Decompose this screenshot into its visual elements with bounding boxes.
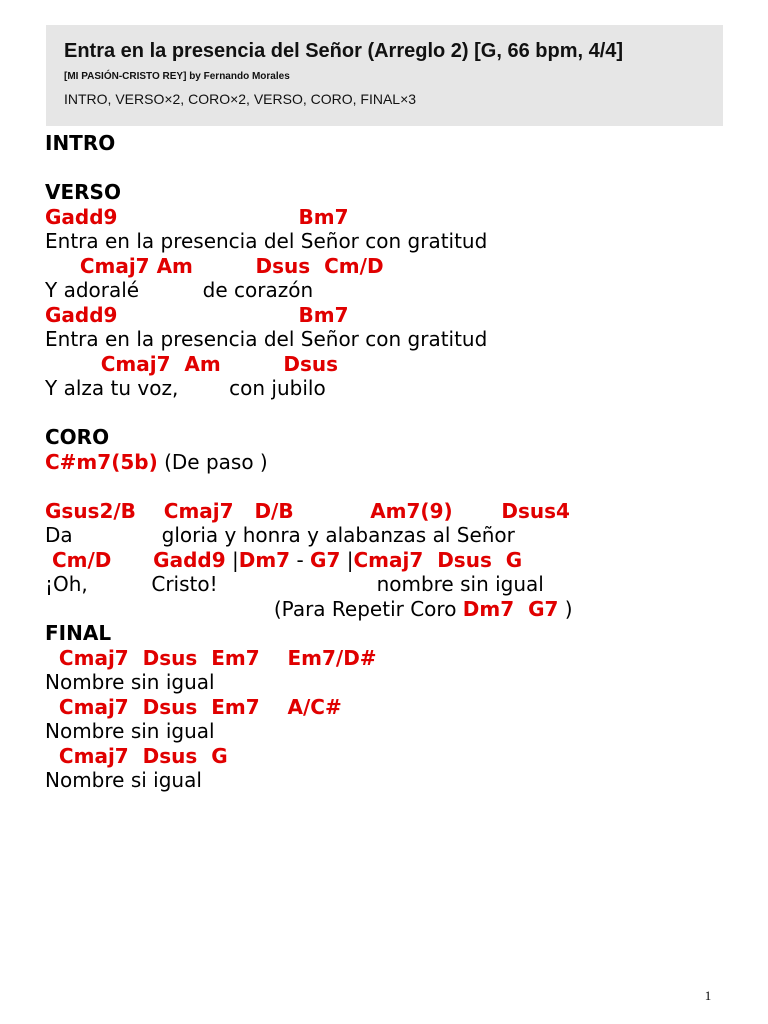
section-verse-label: VERSO xyxy=(45,180,121,204)
chord-line: Gadd9 Bm7 xyxy=(45,302,349,327)
lyric-line: ¡Oh, Cristo! nombre sin igual xyxy=(45,572,544,596)
passing-note: (De paso ) xyxy=(157,449,268,474)
page-number: 1 xyxy=(704,988,712,1003)
bar-separator: | xyxy=(225,547,239,572)
lyric-line: Entra en la presencia del Señor con grat… xyxy=(45,229,488,253)
song-source: [MI PASIÓN-CRISTO REY] by Fernando Moral… xyxy=(64,71,290,82)
lyric-line: Y alza tu voz, con jubilo xyxy=(45,376,326,400)
blank-line xyxy=(45,156,573,181)
repeat-instruction: (Para Repetir Coro Dm7 G7 ) xyxy=(45,597,573,622)
passing-chord-line: C#m7(5b) (De paso ) xyxy=(45,450,573,475)
song-structure: INTRO, VERSO×2, CORO×2, VERSO, CORO, FIN… xyxy=(64,91,417,107)
repeat-text: (Para Repetir Coro xyxy=(45,596,463,621)
lyric-line: Nombre si igual xyxy=(45,768,202,792)
blank-line xyxy=(45,401,573,426)
repeat-close: ) xyxy=(558,596,573,621)
section-intro-label: INTRO xyxy=(45,131,116,155)
chord-line: Cmaj7 Am Dsus xyxy=(45,351,339,376)
chord-dash: - xyxy=(290,547,311,572)
repeat-chords: Dm7 G7 xyxy=(462,596,559,621)
chord-group: G7 xyxy=(310,547,341,572)
chord-line: Gadd9 Bm7 xyxy=(45,204,349,229)
chord-line: Cm/D Gadd9 |Dm7 - G7 |Cmaj7 Dsus G xyxy=(45,548,573,573)
section-final-label: FINAL xyxy=(45,621,112,645)
chord-line: Cmaj7 Dsus Em7 Em7/D# xyxy=(45,645,377,670)
chord-group: Dm7 xyxy=(238,547,291,572)
lyric-line: Nombre sin igual xyxy=(45,670,215,694)
chord-line: Cmaj7 Dsus G xyxy=(45,743,228,768)
chord-group: Cm/D Gadd9 xyxy=(45,547,226,572)
song-title: Entra en la presencia del Señor (Arreglo… xyxy=(64,40,624,62)
lyric-line: Nombre sin igual xyxy=(45,719,215,743)
chord-sheet: INTRO VERSO Gadd9 Bm7 Entra en la presen… xyxy=(45,131,573,793)
chord-group: Cmaj7 Dsus G xyxy=(353,547,523,572)
lyric-line: Entra en la presencia del Señor con grat… xyxy=(45,327,488,351)
passing-chord: C#m7(5b) xyxy=(45,449,158,474)
lyric-line: Y adoralé de corazón xyxy=(45,278,314,302)
chord-line: Cmaj7 Am Dsus Cm/D xyxy=(45,253,384,278)
chord-line: Gsus2/B Cmaj7 D/B Am7(9) Dsus4 xyxy=(45,498,570,523)
chord-line: Cmaj7 Dsus Em7 A/C# xyxy=(45,694,342,719)
bar-separator: | xyxy=(340,547,354,572)
song-header: Entra en la presencia del Señor (Arreglo… xyxy=(46,25,723,126)
lyric-line: Da gloria y honra y alabanzas al Señor xyxy=(45,523,515,547)
section-chorus-label: CORO xyxy=(45,425,110,449)
blank-line xyxy=(45,474,573,499)
